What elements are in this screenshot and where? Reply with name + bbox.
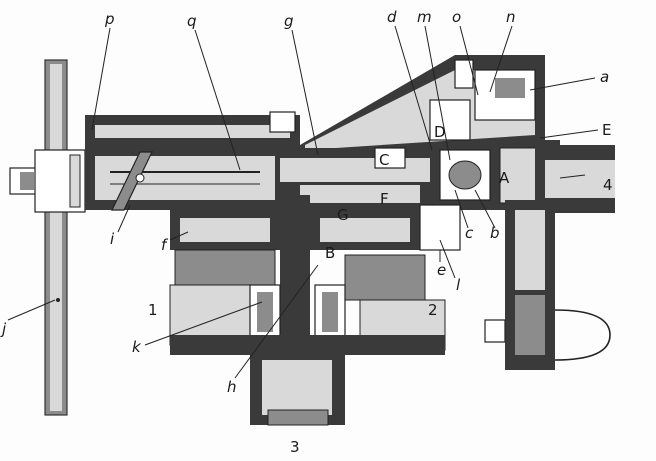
label-F: F [380, 190, 389, 208]
label-g: g [284, 12, 294, 30]
label-4: 4 [603, 176, 613, 194]
right-chamber [484, 200, 611, 370]
label-q: q [187, 12, 197, 30]
label-1: 1 [148, 301, 158, 319]
label-l: l [456, 276, 461, 294]
label-e: e [437, 261, 446, 279]
label-o: o [452, 8, 461, 26]
label-n: n [506, 8, 516, 26]
lever [111, 151, 153, 211]
valve-core [170, 195, 445, 355]
label-2: 2 [428, 301, 438, 319]
label-B: B [325, 244, 335, 262]
label-b: b [490, 224, 500, 242]
upper-housing [85, 55, 560, 155]
label-D: D [434, 123, 446, 141]
label-C: C [379, 151, 389, 169]
label-a: a [600, 68, 609, 86]
main-body [85, 147, 541, 210]
leader-lines [7, 25, 599, 379]
spindle-hub [9, 149, 86, 213]
label-h: h [227, 378, 237, 396]
label-i: i [110, 230, 115, 248]
label-c: c [465, 224, 474, 242]
hand-wheel [44, 59, 68, 416]
label-k: k [132, 338, 142, 356]
label-G: G [337, 206, 349, 224]
inlet-port-3 [250, 350, 345, 426]
label-m: m [417, 8, 432, 26]
label-p: p [104, 10, 115, 28]
labels: p q g d m o n a E D C F G A b c e l B i … [0, 8, 613, 456]
label-f: f [161, 236, 169, 254]
label-j: j [0, 320, 7, 338]
label-3: 3 [290, 438, 300, 456]
label-E: E [602, 121, 611, 139]
label-d: d [387, 8, 397, 26]
label-A: A [499, 169, 510, 187]
